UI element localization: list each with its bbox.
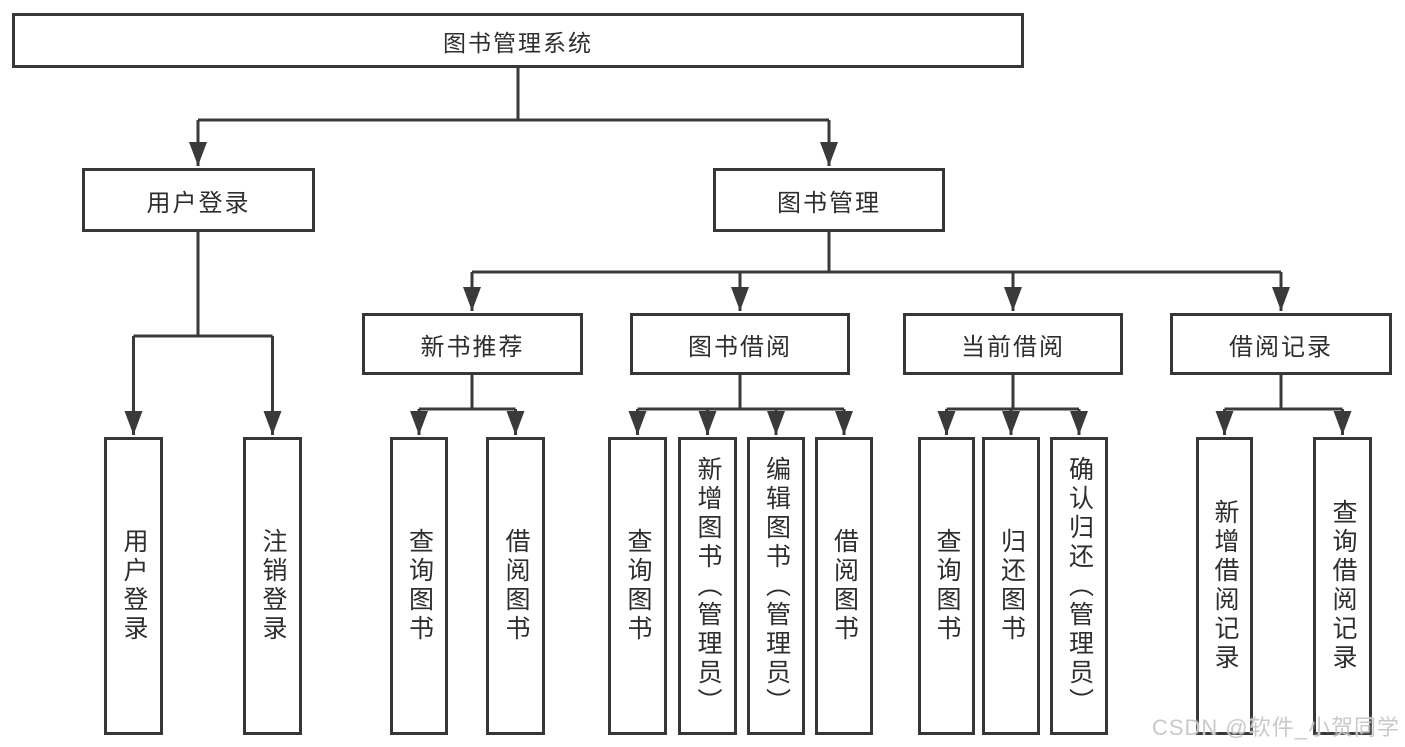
- node-label: 新书推荐: [420, 333, 525, 361]
- node-leaf-recommend-borrow-books: 借阅图书: [486, 437, 545, 735]
- node-leaf-recommend-query-books: 查询图书: [390, 437, 448, 735]
- node-user-login: 用户登录: [82, 168, 315, 232]
- node-label: 编辑图书（管理员）: [762, 455, 791, 717]
- node-label: 借阅记录: [1229, 333, 1333, 361]
- node-book-management: 图书管理: [713, 168, 945, 232]
- node-leaf-add-books-admin: 新增图书（管理员）: [678, 437, 737, 735]
- node-leaf-logout: 注销登录: [243, 437, 302, 735]
- node-label: 借阅图书: [502, 528, 530, 644]
- node-label: 查询图书: [405, 528, 434, 644]
- node-leaf-user-login: 用户登录: [104, 437, 163, 735]
- node-leaf-confirm-return-admin: 确认归还（管理员）: [1050, 437, 1108, 735]
- node-borrowing-records: 借阅记录: [1170, 313, 1392, 375]
- node-label: 归还图书: [997, 528, 1026, 644]
- node-label: 借阅图书: [830, 528, 859, 644]
- node-label: 用户登录: [120, 528, 148, 644]
- node-leaf-current-query-books: 查询图书: [918, 437, 975, 735]
- node-label: 查询图书: [933, 528, 961, 644]
- node-current-borrowing: 当前借阅: [903, 313, 1123, 375]
- node-label: 注销登录: [259, 528, 287, 644]
- node-label: 图书管理系统: [443, 29, 593, 56]
- node-library-management-system: 图书管理系统: [12, 13, 1024, 68]
- node-leaf-return-books: 归还图书: [982, 437, 1040, 735]
- node-book-borrowing: 图书借阅: [630, 313, 850, 375]
- node-label: 新增图书（管理员）: [694, 455, 722, 717]
- node-label: 图书借阅: [688, 333, 792, 361]
- node-leaf-borrow-books: 借阅图书: [815, 437, 873, 735]
- node-label: 查询图书: [624, 528, 652, 644]
- node-label: 图书管理: [777, 189, 881, 217]
- node-leaf-add-borrow-record: 新增借阅记录: [1196, 437, 1253, 735]
- node-leaf-query-borrow-record: 查询借阅记录: [1313, 437, 1372, 735]
- node-label: 新增借阅记录: [1211, 499, 1239, 673]
- node-label: 当前借阅: [961, 333, 1065, 361]
- node-leaf-edit-books-admin: 编辑图书（管理员）: [747, 437, 805, 735]
- node-label: 确认归还（管理员）: [1065, 455, 1094, 717]
- csdn-watermark: CSDN @软件_小贺同学: [1151, 715, 1400, 740]
- node-leaf-borrowing-query-books: 查询图书: [608, 437, 667, 735]
- node-new-book-recommendation: 新书推荐: [362, 313, 583, 375]
- node-label: 查询借阅记录: [1329, 499, 1357, 673]
- node-label: 用户登录: [146, 189, 251, 217]
